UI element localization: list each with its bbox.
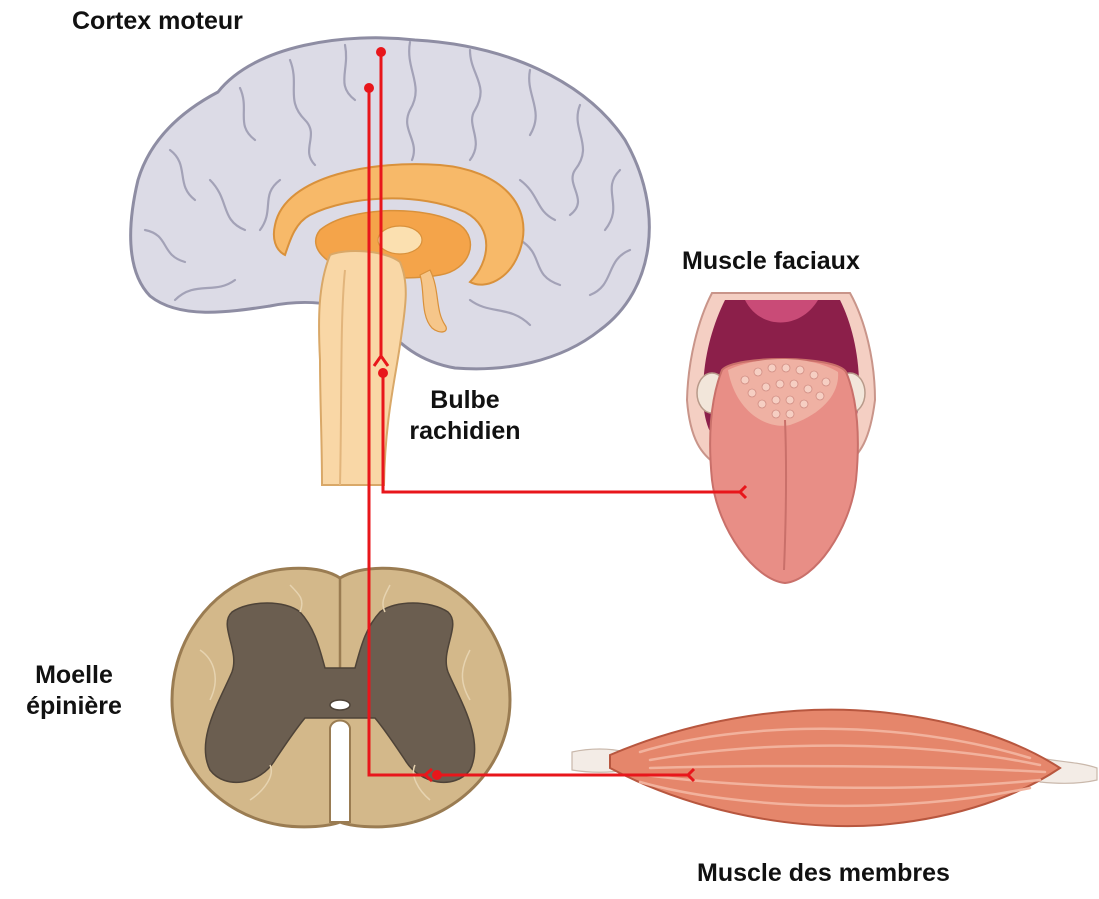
label-motor-cortex: Cortex moteur xyxy=(72,6,243,37)
upper-motor-neuron-2-soma xyxy=(364,83,374,93)
limb-muscle-illustration xyxy=(572,710,1097,826)
tongue-illustration xyxy=(687,293,875,583)
label-spinal-line1: Moelle xyxy=(14,660,134,691)
thalamus-highlight xyxy=(378,226,422,254)
label-limb-muscles: Muscle des membres xyxy=(697,858,950,889)
spinal-cord-illustration xyxy=(172,568,510,827)
label-spinal-cord: Moelle épinière xyxy=(14,660,134,723)
label-spinal-line2: épinière xyxy=(14,691,134,722)
upper-motor-neuron-1-soma xyxy=(376,47,386,57)
brain-illustration xyxy=(131,38,650,485)
central-canal xyxy=(330,700,350,710)
label-facial-muscles: Muscle faciaux xyxy=(682,246,860,277)
label-medulla-line1: Bulbe xyxy=(400,385,530,416)
anterior-median-fissure xyxy=(330,721,350,823)
label-medulla-line2: rachidien xyxy=(400,416,530,447)
bulbar-motor-neuron-soma xyxy=(378,368,388,378)
label-medulla: Bulbe rachidien xyxy=(400,385,530,448)
brainstem xyxy=(319,251,406,485)
spinal-motor-neuron-soma xyxy=(432,770,442,780)
